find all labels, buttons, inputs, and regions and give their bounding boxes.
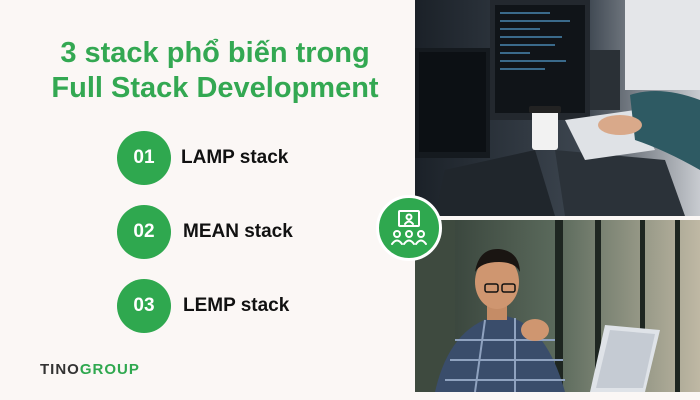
stack-item-3: 03 LEMP stack xyxy=(117,279,289,333)
stack-number-badge: 03 xyxy=(117,279,171,333)
stack-number-badge: 01 xyxy=(117,131,171,185)
team-presentation-icon xyxy=(376,195,442,261)
page-title: 3 stack phổ biến trong Full Stack Develo… xyxy=(20,36,410,106)
stack-number-badge: 02 xyxy=(117,205,171,259)
man-at-laptop-photo xyxy=(415,220,700,392)
stack-label: LAMP stack xyxy=(181,147,289,168)
stack-item-2: 02 MEAN stack xyxy=(117,205,293,259)
stack-label: LEMP stack xyxy=(183,295,290,316)
stack-label: MEAN stack xyxy=(183,221,293,242)
developer-typing-photo xyxy=(415,0,700,216)
tinogroup-logo: TINO GROUP xyxy=(40,361,140,378)
stack-item-1: 01 LAMP stack xyxy=(117,131,288,185)
logo-text-tino: TINO xyxy=(40,361,80,378)
page-title-line-2: Full Stack Development xyxy=(51,72,379,104)
page-title-line-1: 3 stack phổ biến trong xyxy=(60,37,370,69)
logo-text-group: GROUP xyxy=(79,361,140,378)
